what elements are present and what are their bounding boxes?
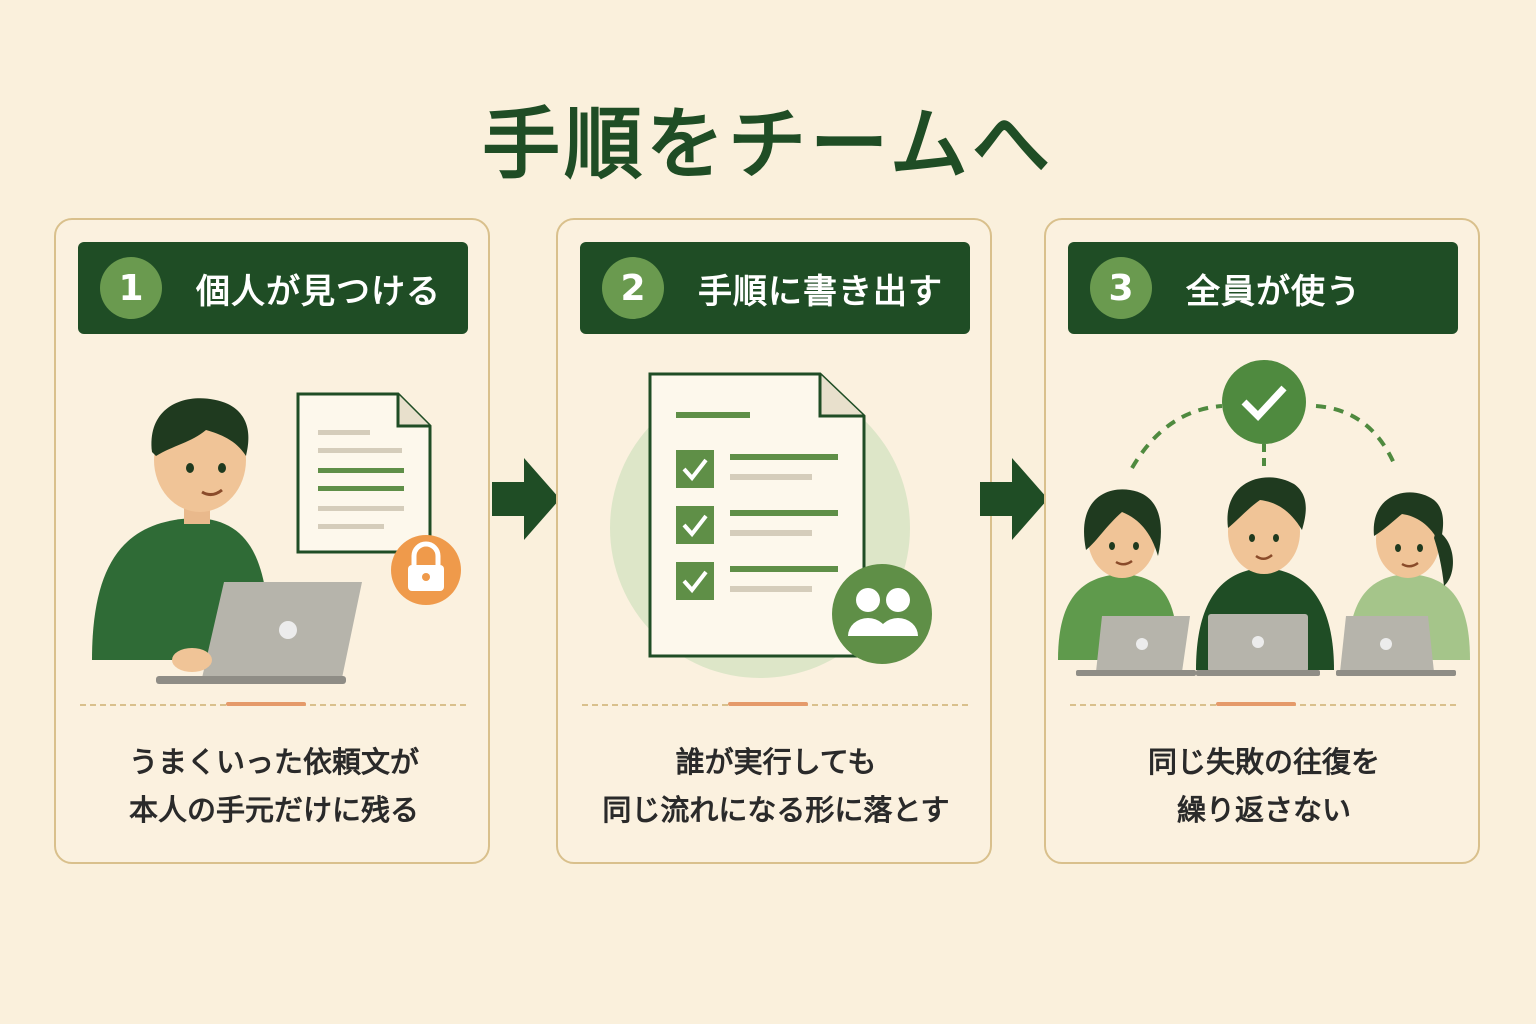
desc-line: 繰り返さない [1176,793,1351,827]
arrow-right-icon [980,458,1048,540]
team-icon [832,564,932,664]
step-header-1: 1 個人が見つける [78,242,468,334]
step-number-2: 2 [602,257,664,319]
step-description-2: 誰が実行しても 同じ流れになる形に落とす [558,738,994,834]
page-title: 手順をチームへ [482,100,1054,190]
step-number-3: 3 [1090,257,1152,319]
check-item [676,506,838,544]
step-label-1: 個人が見つける [196,271,441,312]
step-label-3: 全員が使う [1186,271,1361,312]
step-header-3: 3 全員が使う [1068,242,1458,334]
arrow-right-icon [492,458,560,540]
step-label-2: 手順に書き出す [698,271,943,312]
desc-line: 同じ流れになる形に落とす [602,793,950,827]
check-circle-icon [1222,360,1306,444]
step-card-2: 2 手順に書き出す [556,218,992,864]
lock-icon [391,535,461,605]
person-laptop-icon [92,392,461,684]
desc-line: うまくいった依頼文が [128,745,419,779]
desc-line: 同じ失敗の往復を [1147,745,1380,779]
divider-accent [226,702,306,706]
step-card-3: 3 全員が使う [1044,218,1480,864]
step-header-2: 2 手順に書き出す [580,242,970,334]
divider-accent [1216,702,1296,706]
check-item [676,562,838,600]
check-item [676,450,838,488]
document-icon [296,392,432,554]
divider-accent [728,702,808,706]
three-people-laptops-icon [1058,360,1470,676]
step-description-1: うまくいった依頼文が 本人の手元だけに残る [56,738,492,834]
step-description-3: 同じ失敗の往復を 繰り返さない [1046,738,1482,834]
step-card-1: 1 個人が見つける [54,218,490,864]
desc-line: 誰が実行しても [675,745,877,779]
checklist-document-icon [610,372,932,678]
step-number-1: 1 [100,257,162,319]
desc-line: 本人の手元だけに残る [128,793,419,827]
